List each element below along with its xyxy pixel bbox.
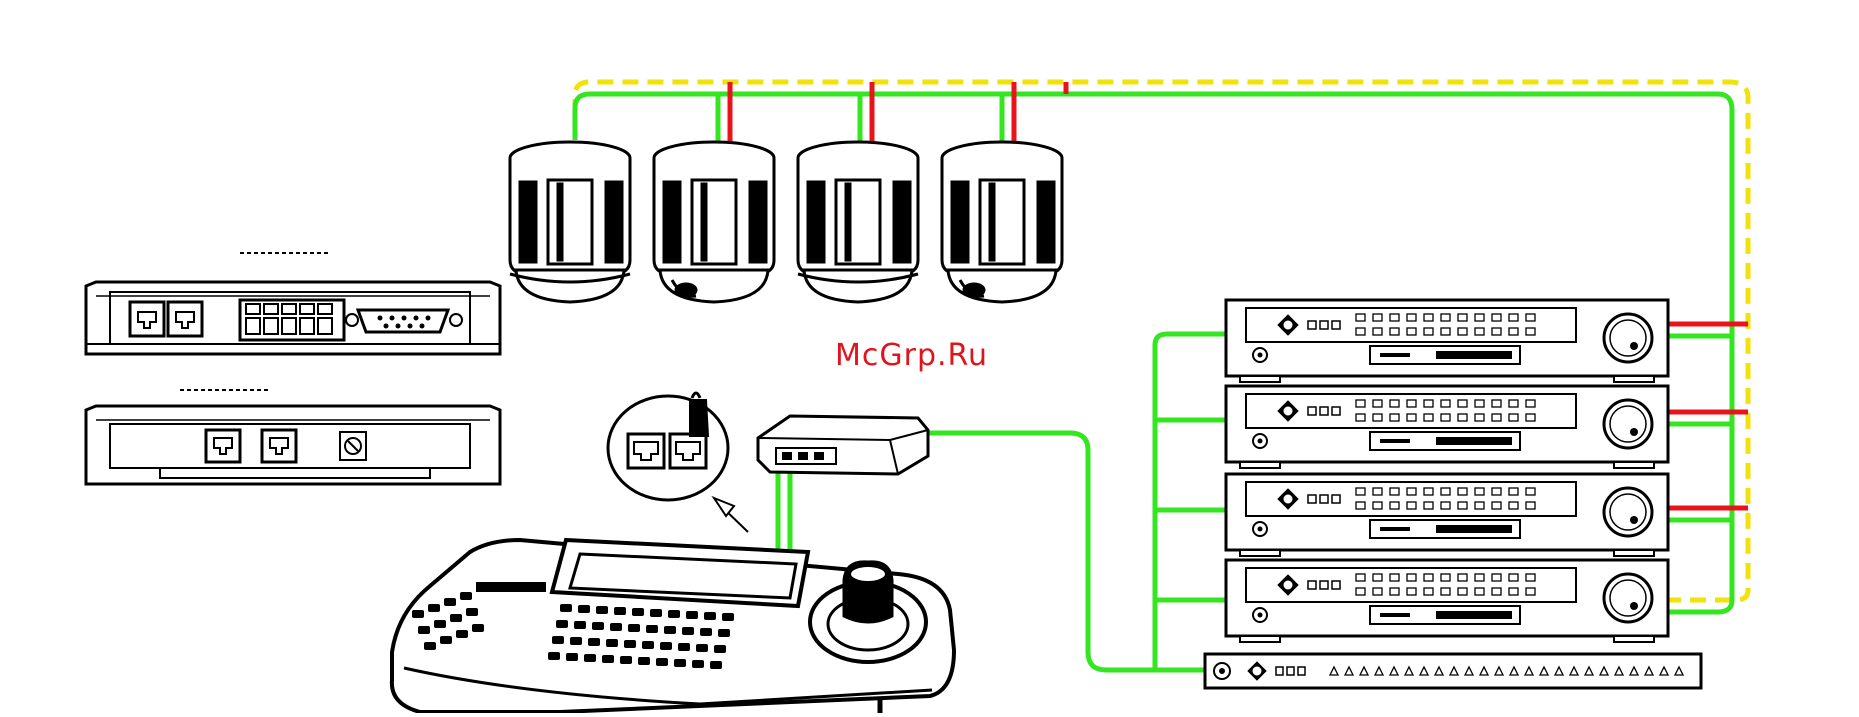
dvr-unit — [1226, 474, 1668, 556]
key — [570, 637, 582, 645]
key — [424, 642, 436, 650]
key — [714, 645, 726, 653]
key — [656, 658, 668, 666]
key — [584, 654, 596, 662]
dome-camera — [798, 142, 918, 302]
key — [650, 609, 662, 617]
key — [660, 642, 672, 650]
watermark-text: McGrp.Ru — [835, 338, 988, 373]
key — [638, 657, 650, 665]
key — [460, 592, 472, 600]
key — [624, 640, 636, 648]
key — [412, 610, 424, 618]
key — [704, 612, 716, 620]
key — [548, 652, 560, 660]
key — [700, 628, 712, 636]
key — [610, 623, 622, 631]
jack-zoom-callout — [608, 393, 748, 532]
key — [674, 659, 686, 667]
dvr-unit — [1226, 560, 1668, 642]
key — [710, 661, 722, 669]
key — [466, 608, 478, 616]
key — [632, 608, 644, 616]
key — [428, 604, 440, 612]
key — [566, 653, 578, 661]
key — [456, 630, 468, 638]
dvr-unit — [1226, 300, 1668, 382]
key — [592, 622, 604, 630]
rs485-interface-box — [758, 416, 928, 474]
video-matrix-switcher — [1205, 654, 1701, 688]
key — [440, 636, 452, 644]
key — [620, 656, 632, 664]
control-keyboard-with-joystick — [392, 540, 954, 713]
key — [646, 625, 658, 633]
key — [642, 641, 654, 649]
key — [444, 598, 456, 606]
key — [614, 607, 626, 615]
key — [574, 621, 586, 629]
key — [664, 626, 676, 634]
key — [668, 610, 680, 618]
key — [686, 611, 698, 619]
dvr-stack — [1226, 300, 1668, 642]
key — [560, 604, 572, 612]
key — [628, 624, 640, 632]
dome-cameras — [510, 142, 1062, 302]
key — [682, 627, 694, 635]
key — [718, 629, 730, 637]
key — [606, 639, 618, 647]
key — [602, 655, 614, 663]
dvr-unit — [1226, 386, 1668, 468]
key — [596, 606, 608, 614]
key-strip — [476, 582, 546, 592]
dome-camera — [510, 142, 630, 302]
key — [696, 644, 708, 652]
key — [472, 624, 484, 632]
key — [552, 636, 564, 644]
dome-camera — [654, 142, 774, 302]
key — [692, 660, 704, 668]
key — [434, 620, 446, 628]
key — [722, 613, 734, 621]
key — [418, 626, 430, 634]
rear-panel-rj45-power — [86, 390, 500, 484]
key — [556, 620, 568, 628]
key — [450, 614, 462, 622]
dome-camera — [942, 142, 1062, 302]
key — [678, 643, 690, 651]
key — [588, 638, 600, 646]
rear-panel-rj45-terminal-db9 — [86, 253, 500, 354]
key — [578, 605, 590, 613]
